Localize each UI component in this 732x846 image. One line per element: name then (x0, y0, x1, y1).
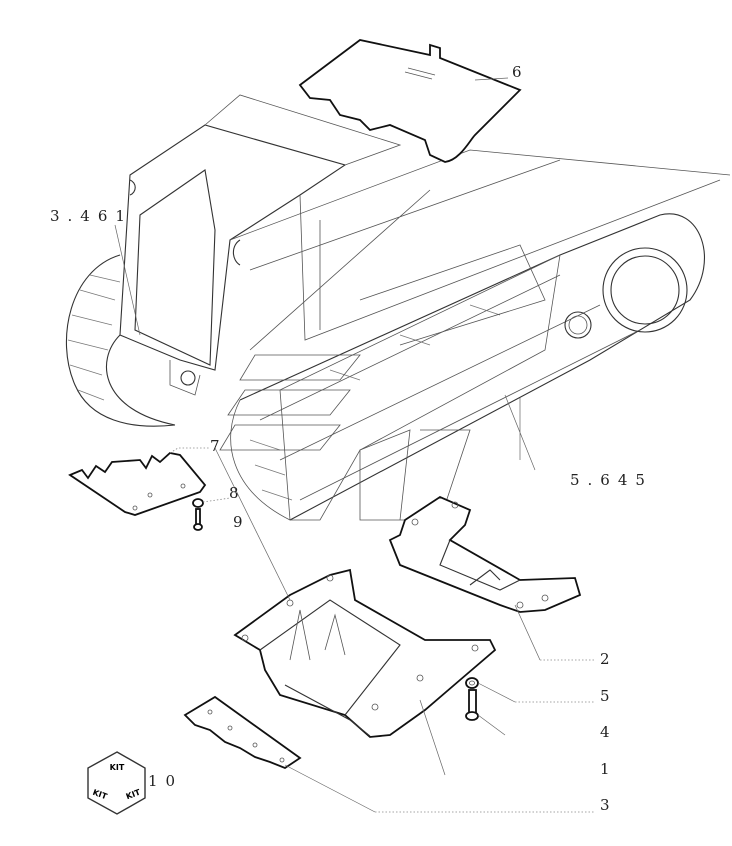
kit-logo: KIT KIT KIT (87, 751, 146, 815)
guard-assembly-reference (219, 244, 561, 521)
callout-1: 1 (600, 760, 618, 778)
part-4-bolt (465, 689, 479, 721)
callout-5: 5 (600, 687, 618, 705)
callout-2: 2 (600, 650, 618, 668)
callout-5645: 5.645 (570, 471, 653, 489)
part-2-guard (388, 495, 582, 613)
kit-logo-text-top: KIT (110, 763, 125, 772)
part-1-guard (233, 568, 497, 738)
leader-lines (114, 77, 595, 813)
part-3-strip (183, 695, 302, 770)
kit-logo-text-right: KIT (125, 788, 142, 802)
callout-8: 8 (229, 484, 247, 502)
track-roller-left (65, 254, 176, 427)
callout-10: 10 (148, 772, 184, 790)
machine-body-outline (119, 94, 731, 396)
part-5-washer (465, 677, 479, 689)
part-6-cover-plate (298, 39, 522, 163)
part-7-plate (68, 452, 207, 516)
callout-6: 6 (512, 63, 530, 81)
callout-7: 7 (210, 437, 228, 455)
kit-logo-text-left: KIT (91, 788, 108, 802)
part-8-nut (192, 498, 204, 508)
callout-9: 9 (233, 513, 251, 531)
callout-3: 3 (600, 796, 618, 814)
callout-3461: 3.461 (50, 207, 133, 225)
part-9-bolt (193, 508, 203, 531)
track-frame (230, 213, 705, 521)
callout-4: 4 (600, 723, 618, 741)
